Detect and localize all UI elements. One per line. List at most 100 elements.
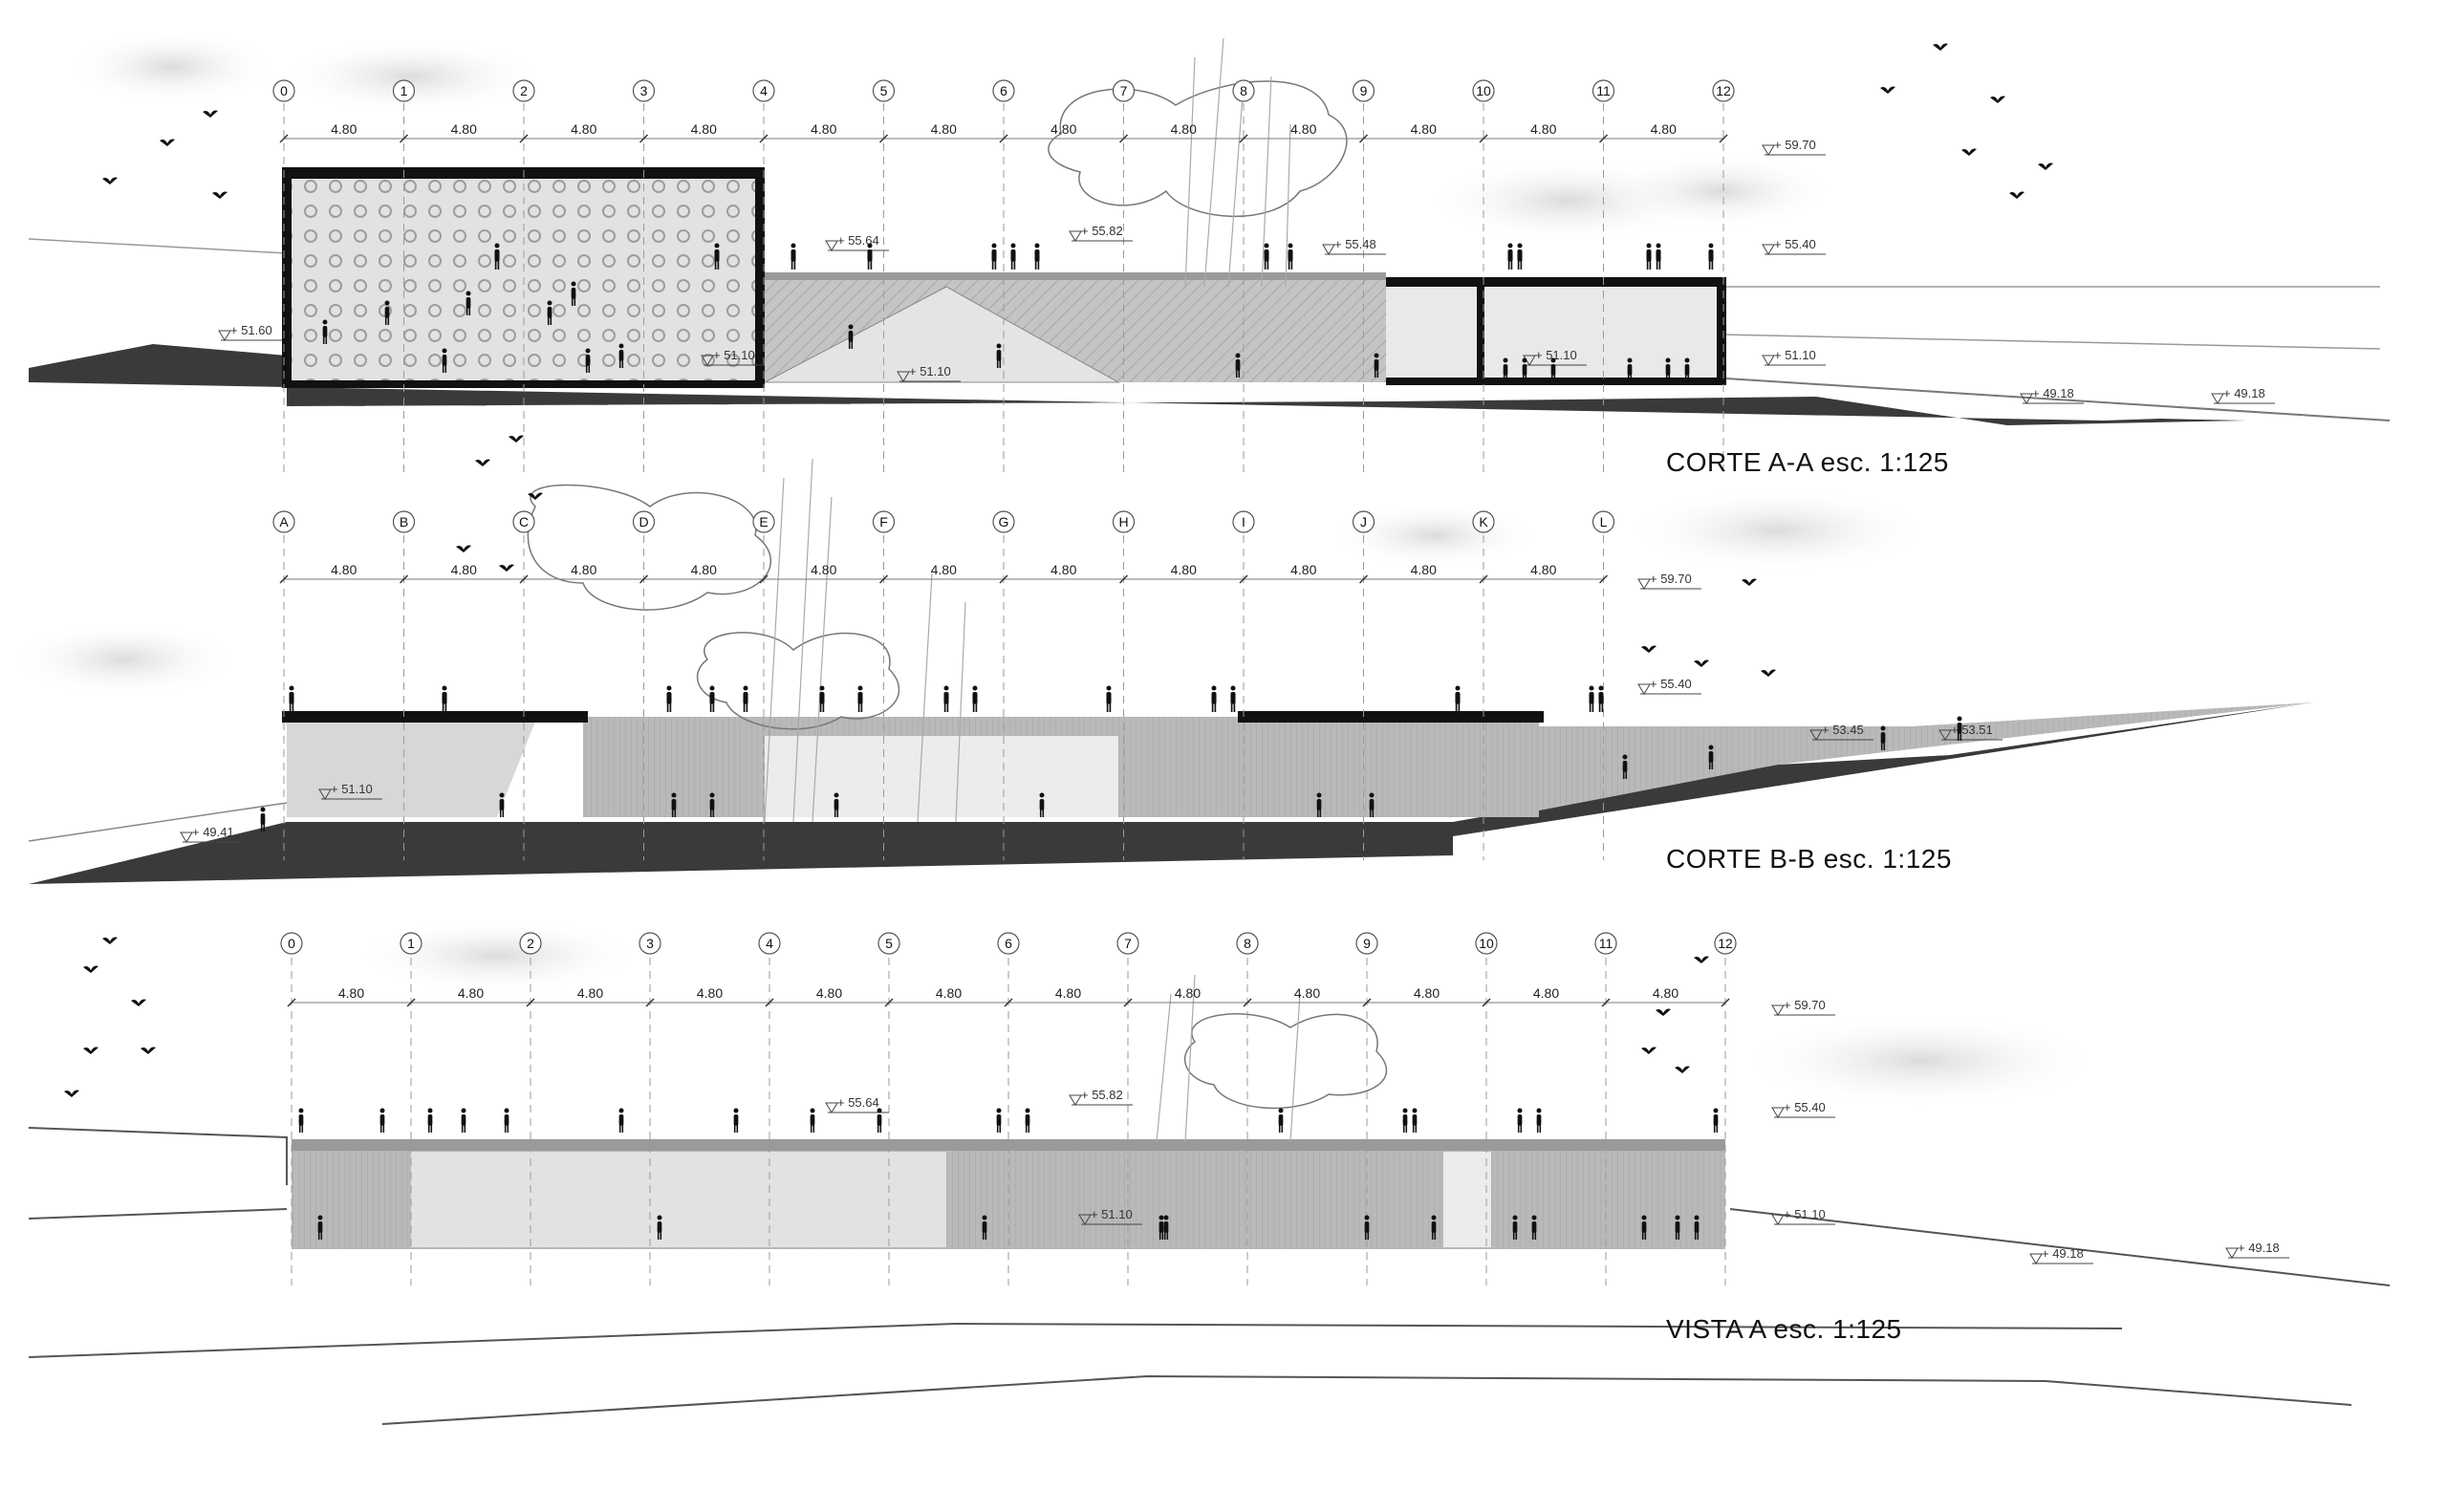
level-label: + 55.48 bbox=[1334, 237, 1376, 251]
person-silhouette bbox=[384, 300, 390, 325]
grid-label: 12 bbox=[1716, 83, 1731, 98]
person-silhouette bbox=[867, 243, 873, 270]
bay-dimension: 4.80 bbox=[451, 121, 477, 137]
level-triangle bbox=[1637, 578, 1651, 590]
grid-bubble bbox=[1232, 510, 1255, 533]
grid-bubble bbox=[872, 510, 896, 533]
level-triangle bbox=[1771, 1107, 1785, 1118]
level-triangle bbox=[1762, 355, 1775, 366]
level-label: + 51.10 bbox=[1784, 1207, 1826, 1221]
dimension-tick bbox=[1123, 998, 1133, 1007]
grid-bubble bbox=[992, 79, 1015, 102]
person-silhouette bbox=[1708, 243, 1714, 270]
dimension-tick bbox=[878, 574, 889, 584]
level-triangle bbox=[1762, 144, 1775, 156]
bay-dimension: 4.80 bbox=[1294, 985, 1320, 1001]
level-triangle bbox=[1322, 244, 1335, 255]
person-silhouette bbox=[1034, 243, 1040, 270]
grid-label: D bbox=[639, 514, 648, 529]
level-triangle bbox=[1771, 1004, 1785, 1016]
person-silhouette bbox=[1517, 243, 1523, 270]
person-silhouette bbox=[1589, 685, 1594, 712]
grid-label: 8 bbox=[1240, 83, 1247, 98]
grid-label: 2 bbox=[527, 936, 534, 951]
dimension-tick bbox=[399, 134, 409, 143]
grid-bubble bbox=[272, 510, 295, 533]
section-b-grid: A4.80B4.80C4.80D4.80E4.80F4.80G4.80H4.80… bbox=[272, 510, 1615, 860]
grid-bubble bbox=[877, 932, 900, 955]
bird bbox=[509, 435, 524, 443]
bay-dimension: 4.80 bbox=[931, 562, 957, 577]
bird bbox=[2038, 162, 2053, 170]
grid-bubble bbox=[1475, 932, 1498, 955]
grid-bubble bbox=[1712, 79, 1735, 102]
section-a-title: CORTE A-A esc. 1:125 bbox=[1666, 447, 1949, 477]
grid-bubble bbox=[997, 932, 1020, 955]
bay-dimension: 4.80 bbox=[1653, 985, 1678, 1001]
grid-label: J bbox=[1360, 514, 1367, 529]
bird bbox=[83, 965, 98, 973]
level-label: + 59.70 bbox=[1774, 138, 1816, 152]
grid-bubble bbox=[992, 510, 1015, 533]
grid-label: 6 bbox=[1000, 83, 1007, 98]
dimension-tick bbox=[399, 574, 409, 584]
grid-label: E bbox=[759, 514, 768, 529]
person-silhouette bbox=[494, 243, 500, 270]
person-silhouette bbox=[1880, 725, 1886, 750]
level-label: + 53.45 bbox=[1822, 723, 1864, 737]
person-silhouette bbox=[1675, 1215, 1680, 1240]
dimension-tick bbox=[1358, 574, 1369, 584]
person-silhouette bbox=[1402, 1108, 1408, 1133]
bird bbox=[1990, 96, 2005, 103]
grid-bubble bbox=[400, 932, 422, 955]
dimension-tick bbox=[1719, 134, 1728, 143]
section-a-ground bbox=[29, 344, 2246, 425]
grid-bubble bbox=[1352, 79, 1375, 102]
dimension-tick bbox=[1239, 574, 1248, 584]
dimension-tick bbox=[765, 998, 774, 1007]
person-silhouette bbox=[972, 685, 978, 712]
dimension-tick bbox=[1358, 134, 1369, 143]
bird bbox=[141, 1047, 156, 1054]
level-label: + 49.18 bbox=[2223, 386, 2265, 400]
grid-bubble bbox=[758, 932, 781, 955]
dimension-tick bbox=[1598, 574, 1609, 584]
clouds bbox=[10, 29, 2103, 1109]
grid-bubble bbox=[632, 510, 656, 533]
dimension-tick bbox=[1362, 998, 1372, 1007]
person-silhouette bbox=[877, 1108, 882, 1133]
person-silhouette bbox=[379, 1108, 385, 1133]
level-triangle bbox=[2225, 1247, 2239, 1259]
grid-bubble bbox=[280, 932, 303, 955]
person-silhouette bbox=[1512, 1215, 1518, 1240]
person-silhouette bbox=[819, 685, 825, 712]
grid-label: 12 bbox=[1718, 936, 1733, 951]
grid-label: 11 bbox=[1596, 83, 1611, 98]
bird bbox=[212, 191, 227, 199]
grid-bubble bbox=[639, 932, 661, 955]
grid-bubble bbox=[519, 932, 542, 955]
section-a-levels: + 59.70+ 55.40+ 55.64+ 55.82+ 55.48+ 51.… bbox=[218, 138, 2275, 404]
elevation-a-levels: + 59.70+ 55.40+ 55.64+ 55.82+ 51.10+ 51.… bbox=[825, 998, 2289, 1264]
grid-bubble bbox=[752, 510, 775, 533]
bird bbox=[1694, 956, 1709, 963]
dimension-tick bbox=[519, 134, 529, 143]
bird bbox=[1641, 645, 1657, 653]
level-triangle bbox=[1938, 729, 1952, 741]
grid-label: 1 bbox=[407, 936, 415, 951]
bird bbox=[1694, 659, 1709, 667]
person-silhouette bbox=[1694, 1215, 1700, 1240]
section-a-grid: 04.8014.8024.8034.8044.8054.8064.8074.80… bbox=[272, 79, 1735, 473]
grid-label: 10 bbox=[1476, 83, 1491, 98]
grid-bubble bbox=[1116, 932, 1139, 955]
bird bbox=[499, 564, 514, 572]
person-silhouette bbox=[466, 291, 471, 315]
grid-label: 0 bbox=[288, 936, 295, 951]
person-silhouette bbox=[982, 1215, 987, 1240]
bird bbox=[2009, 191, 2025, 199]
level-triangle bbox=[1069, 230, 1082, 242]
person-silhouette bbox=[1550, 357, 1556, 382]
dimension-tick bbox=[759, 134, 769, 143]
person-silhouette bbox=[585, 348, 591, 373]
